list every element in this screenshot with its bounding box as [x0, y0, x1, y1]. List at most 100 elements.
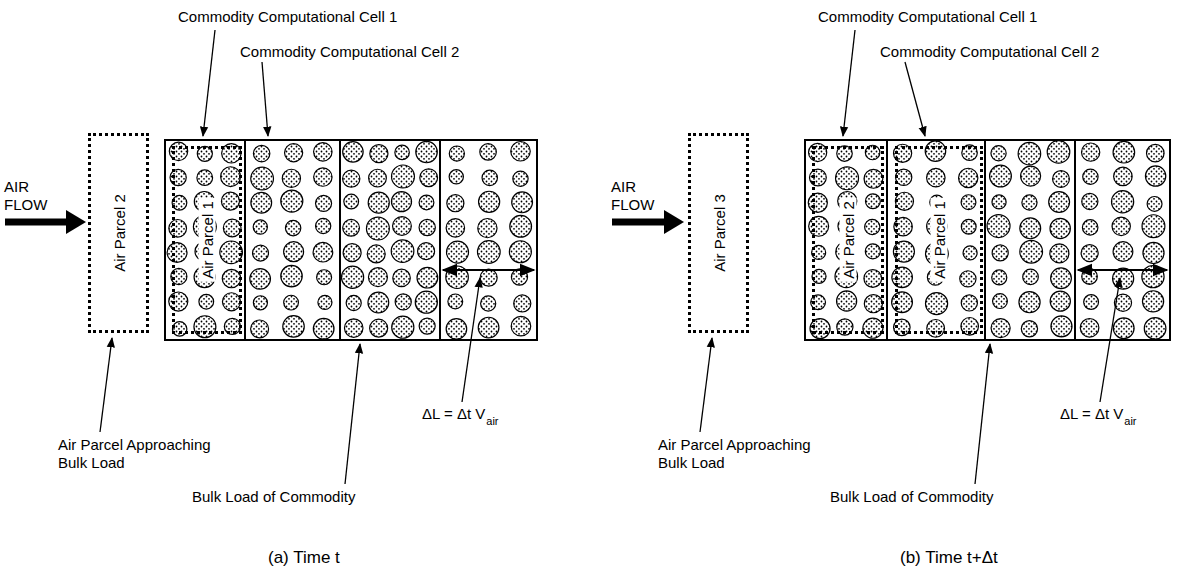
commodity-particle	[251, 320, 269, 338]
commodity-particle	[1084, 295, 1099, 310]
commodity-particle	[1023, 269, 1039, 285]
commodity-particle	[448, 294, 463, 309]
callout-label: Air Parcel Approaching Bulk Load	[658, 436, 843, 472]
commodity-particle	[393, 269, 411, 287]
subscript-label: air	[1124, 415, 1136, 428]
commodity-particle	[253, 145, 269, 161]
commodity-particle	[282, 169, 300, 187]
commodity-particle	[343, 219, 360, 236]
panel-caption: (b) Time t+Δt	[900, 548, 1040, 568]
commodity-particle	[478, 218, 497, 237]
callout-label: Commodity Computational Cell 2	[880, 43, 1140, 61]
commodity-particle	[253, 220, 267, 234]
callout-label: Commodity Computational Cell 1	[178, 8, 438, 26]
commodity-particle	[368, 268, 387, 287]
commodity-particle	[223, 219, 241, 237]
commodity-particle	[343, 244, 361, 262]
commodity-particle	[1020, 240, 1043, 263]
commodity-particle	[419, 219, 435, 235]
commodity-particle	[1147, 144, 1165, 162]
air-parcel: Air Parcel 1	[172, 146, 242, 334]
subscript-label: air	[486, 415, 498, 428]
commodity-particle	[512, 192, 533, 213]
commodity-particle	[419, 195, 434, 210]
commodity-particle	[197, 170, 213, 186]
commodity-particle	[478, 317, 499, 338]
commodity-particle	[283, 316, 304, 337]
commodity-particle	[1145, 166, 1165, 186]
commodity-particle	[346, 295, 361, 310]
commodity-particle	[990, 165, 1012, 187]
commodity-particle	[925, 141, 946, 162]
commodity-particle	[1018, 142, 1041, 165]
commodity-particle	[836, 167, 859, 190]
commodity-particle	[281, 265, 302, 286]
commodity-particle	[510, 215, 532, 237]
commodity-particle	[393, 217, 412, 236]
commodity-particle	[253, 245, 269, 261]
commodity-particle	[344, 319, 362, 337]
parcel-label: Air Parcel 1	[199, 198, 216, 282]
commodity-particle	[446, 319, 467, 340]
commodity-particle	[961, 195, 976, 210]
commodity-particle	[992, 245, 1008, 261]
commodity-particle	[316, 218, 331, 233]
parcel-label: Air Parcel 2	[110, 191, 127, 275]
commodity-particle	[1049, 192, 1070, 213]
callout-label: Air Parcel Approaching Bulk Load	[58, 436, 243, 472]
commodity-particle	[370, 319, 388, 337]
commodity-particle	[960, 271, 976, 287]
commodity-particle	[392, 316, 414, 338]
commodity-particle	[368, 292, 389, 313]
commodity-particle	[1113, 141, 1135, 163]
callout-label: ΔL = Δt V	[1060, 405, 1123, 423]
commodity-particle	[481, 296, 496, 311]
commodity-particle	[417, 267, 438, 288]
commodity-particle	[418, 243, 435, 260]
commodity-particle	[1142, 291, 1163, 312]
commodity-particle	[961, 295, 977, 311]
commodity-particle	[865, 194, 880, 209]
commodity-particle	[415, 291, 437, 313]
commodity-particle	[927, 320, 945, 338]
commodity-particle	[1019, 292, 1040, 313]
commodity-circles	[167, 141, 1166, 340]
commodity-particle	[1047, 141, 1070, 164]
commodity-particle	[1142, 215, 1165, 238]
commodity-particle	[222, 293, 240, 311]
commodity-particle	[1082, 193, 1098, 209]
commodity-particle	[343, 170, 360, 187]
commodity-particle	[1143, 242, 1164, 263]
commodity-particle	[251, 167, 274, 190]
commodity-particle	[509, 241, 531, 263]
commodity-particle	[251, 192, 272, 213]
callout-label: AIR FLOW	[611, 178, 659, 214]
commodity-particle	[446, 219, 464, 237]
commodity-particle	[1021, 321, 1037, 337]
commodity-particle	[449, 146, 464, 161]
commodity-particle	[395, 145, 409, 159]
callout-label: Bulk Load of Commodity	[830, 488, 1030, 506]
callout-label: Commodity Computational Cell 1	[818, 8, 1078, 26]
commodity-particle	[1080, 319, 1099, 338]
commodity-particle	[511, 316, 531, 336]
commodity-particle	[1112, 217, 1130, 235]
commodity-particle	[284, 295, 299, 310]
commodity-particle	[992, 195, 1006, 209]
commodity-particle	[514, 295, 531, 312]
commodity-particle	[447, 195, 464, 212]
commodity-particle	[391, 240, 414, 263]
leader-lines	[100, 30, 1167, 484]
commodity-particle	[342, 266, 364, 288]
commodity-particle	[963, 246, 977, 260]
commodity-particle	[222, 269, 240, 287]
commodity-particle	[478, 241, 501, 264]
commodity-particle	[395, 294, 411, 310]
commodity-particle	[925, 293, 947, 315]
commodity-particle	[420, 169, 438, 187]
commodity-particle	[959, 168, 978, 187]
commodity-particle	[419, 318, 435, 334]
bulk-load-outline	[165, 140, 1170, 340]
